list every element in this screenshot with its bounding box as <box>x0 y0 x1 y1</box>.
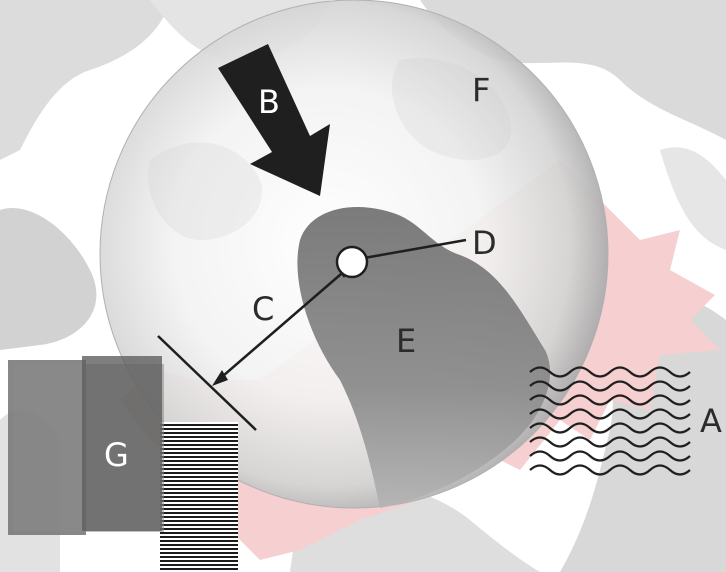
label-g: G <box>104 436 129 474</box>
down-right-arrow-icon <box>218 44 330 196</box>
block-front <box>82 356 162 531</box>
arrowhead-to-barrier <box>212 370 228 386</box>
region-e <box>297 207 551 508</box>
sphere-shading <box>148 58 512 240</box>
hatched-block <box>160 422 238 572</box>
leader-line-d <box>363 238 467 260</box>
label-b: B <box>258 83 280 121</box>
wavy-lines-icon <box>529 366 691 476</box>
label-d: D <box>472 224 497 262</box>
point-source <box>335 245 369 279</box>
barrier-line <box>157 335 257 431</box>
distance-line-c <box>215 267 349 383</box>
label-f: F <box>472 71 490 109</box>
label-e: E <box>396 322 416 360</box>
label-a: A <box>700 402 722 440</box>
label-c: C <box>252 290 274 328</box>
